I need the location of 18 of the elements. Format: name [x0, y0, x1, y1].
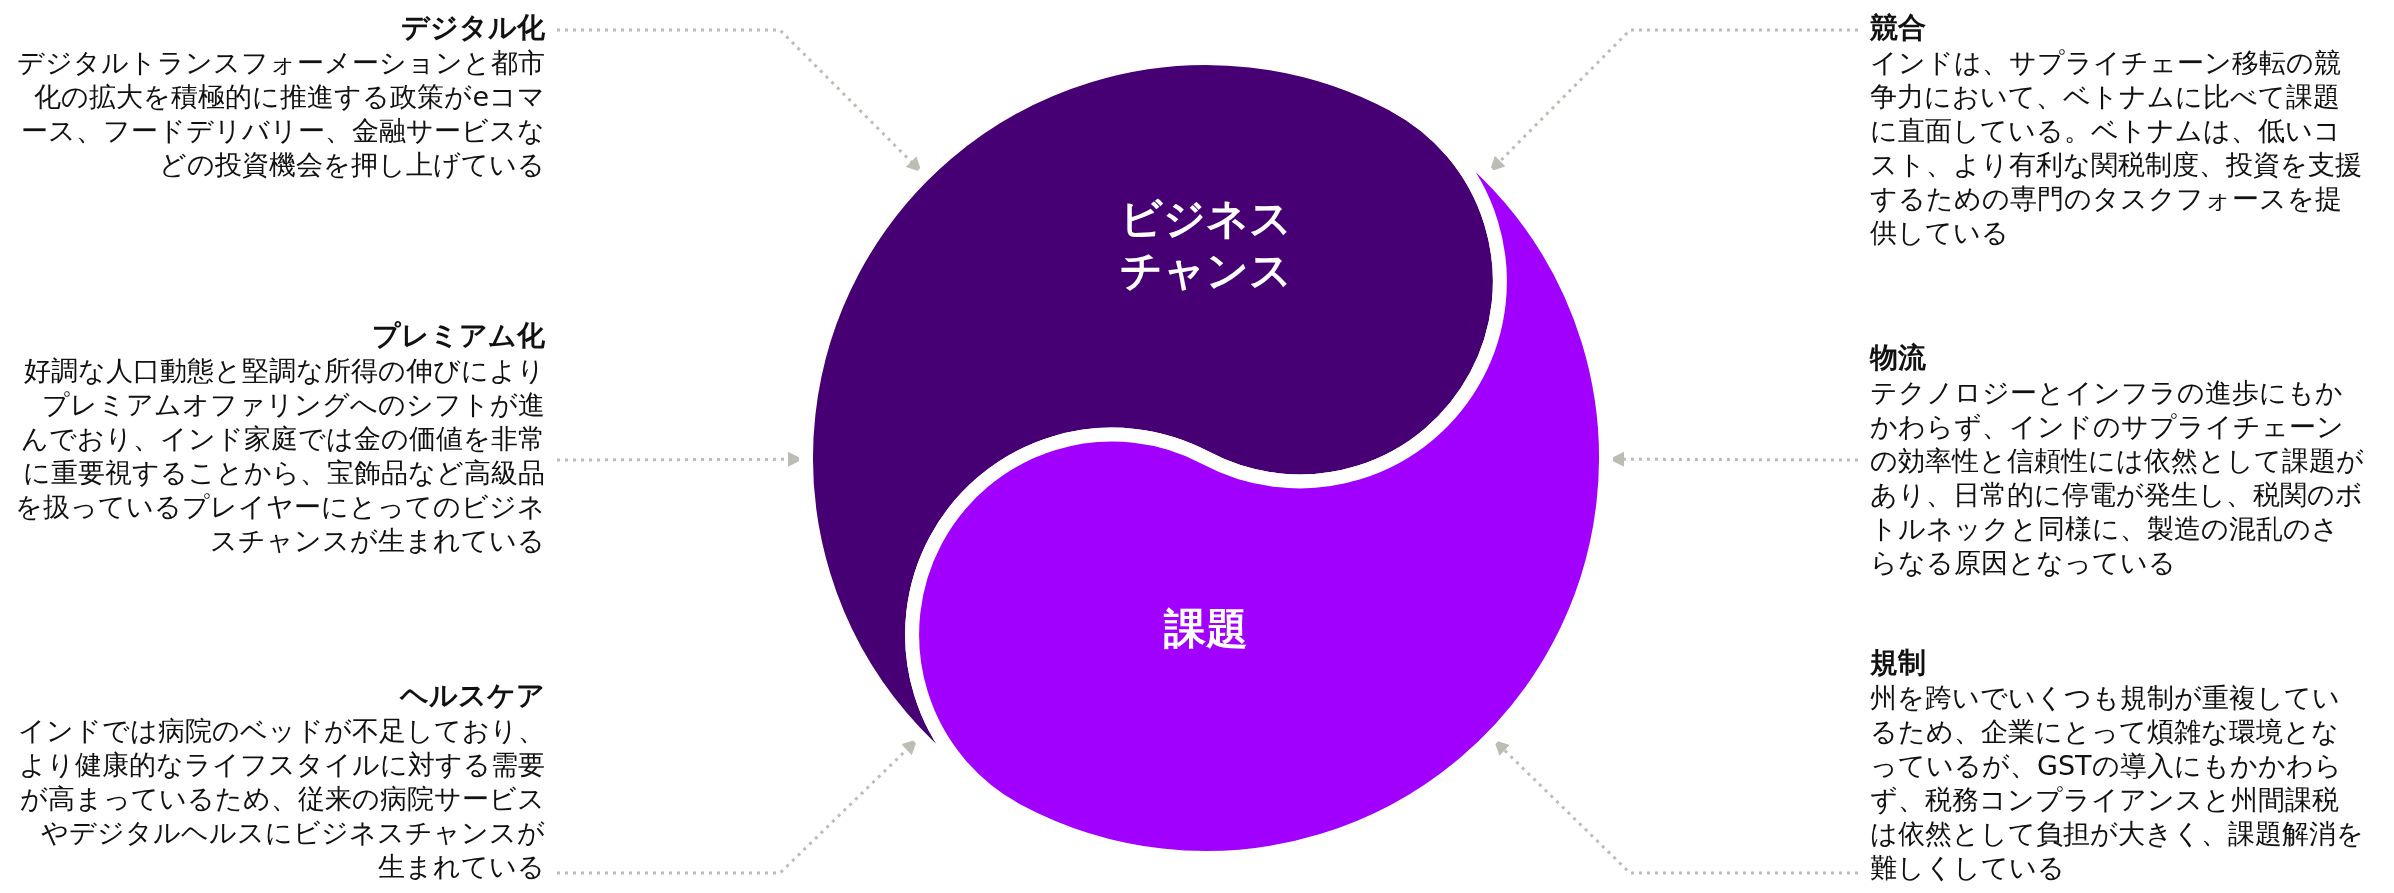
description: インドでは病院のベッドが不足しており、より健康的なライフスタイルに対する需要が高まっているため、従来の病院サービスやデジタルヘルスにビジネスチャンスが生まれている: [17, 714, 545, 884]
description: 好調な人口動態と堅調な所得の伸びによりプレミアムオファリングへのシフトが進んでおり、インド家庭では金の価値を非常に重要視することから、宝飾品など高級品を扱っているプレイヤーにとってのビジネスチャンスが生まれている: [15, 354, 545, 558]
description: デジタルトランスフォーメーションと都市化の拡大を積極的に推進する政策がeコマース、フードデリバリー、金融サービスなどの投資機会を押し上げている: [16, 46, 545, 182]
heading: 競合: [1870, 10, 1927, 46]
dotted-arrow: [557, 28, 922, 173]
heading: プレミアム化: [371, 318, 545, 354]
shape-label: ビジネスチャンス: [1119, 193, 1293, 297]
dotted-arrow: [1489, 28, 1858, 172]
shape-label: 課題: [1162, 603, 1249, 655]
dotted-arrow: [557, 739, 918, 875]
heading: 物流: [1870, 340, 1927, 376]
heading: デジタル化: [400, 10, 545, 46]
heading: 規制: [1870, 645, 1927, 681]
dotted-arrow: [1493, 739, 1858, 875]
description: テクノロジーとインフラの進歩にもかかわらず、インドのサプライチェーンの効率性と信頼性には依然として課題があり、日常的に停電が発生し、税関のボトルネックと同様に、製造の混乱のさらなる原因となっている: [1870, 376, 2365, 580]
description: インドは、サプライチェーン移転の競争力において、ベトナムに比べて課題に直面している。ベトナムは、低いコスト、より有利な関税制度、投資を支援するための専門のタスクフォースを提供している: [1870, 46, 2363, 250]
description: 州を跨いでいくつも規制が重複しているため、企業にとって煩雑な環境となっているが、GSTの導入にもかかわらず、税務コンプライアンスと州間課税は依然として負担が大きく、課題解消を難しくしている: [1870, 681, 2365, 885]
heading: ヘルスケア: [398, 678, 545, 714]
